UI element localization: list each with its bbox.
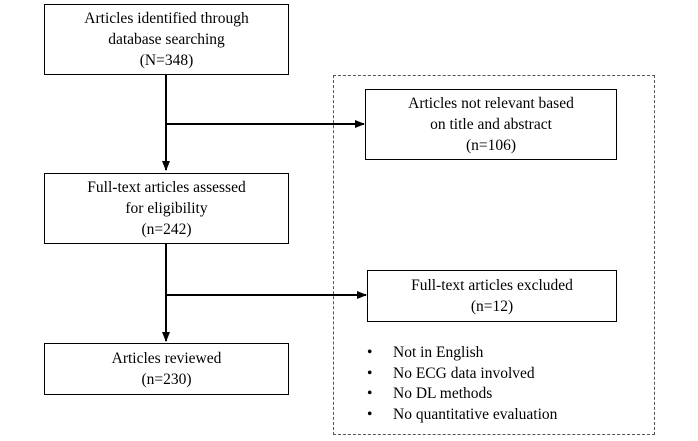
bullet-icon: • — [367, 344, 373, 361]
box-excluded: Full-text articles excluded (n=12) — [367, 270, 617, 322]
exclusion-reason-text: No DL methods — [393, 385, 493, 402]
box-excluded-count: (n=12) — [470, 298, 514, 315]
exclusion-reason: • No quantitative evaluation — [367, 405, 557, 426]
exclusion-reasons-list: • Not in English • No ECG data involved • N… — [367, 343, 557, 425]
box-not-relevant-line1: Articles not relevant based — [408, 95, 574, 112]
box-reviewed-line1: Articles reviewed — [111, 350, 222, 367]
box-assessed: Full-text articles assessed for eligibil… — [44, 173, 289, 244]
bullet-icon: • — [367, 385, 373, 402]
exclusion-reason: • Not in English — [367, 343, 557, 364]
exclusion-dashed-panel — [333, 75, 655, 435]
box-not-relevant: Articles not relevant based on title and… — [365, 89, 617, 160]
bullet-icon: • — [367, 405, 373, 423]
box-identified-count: (N=348) — [139, 52, 194, 69]
box-assessed-count: (n=242) — [141, 221, 192, 238]
exclusion-reason-text: No quantitative evaluation — [393, 405, 558, 423]
exclusion-reason: • No ECG data involved — [367, 364, 557, 385]
box-assessed-line1: Full-text articles assessed — [87, 179, 246, 196]
box-identified-line2: database searching — [108, 31, 225, 48]
exclusion-reason-text: No ECG data involved — [393, 364, 535, 382]
box-identified: Articles identified through database sea… — [44, 4, 289, 75]
box-excluded-line1: Full-text articles excluded — [411, 277, 573, 294]
box-assessed-line2: for eligibility — [125, 200, 208, 217]
box-reviewed-count: (n=230) — [141, 371, 192, 388]
bullet-icon: • — [367, 364, 373, 382]
exclusion-reason-text: Not in English — [393, 344, 484, 361]
box-reviewed: Articles reviewed (n=230) — [44, 343, 289, 395]
exclusion-reason: • No DL methods — [367, 384, 557, 405]
box-identified-line1: Articles identified through — [84, 10, 249, 27]
box-not-relevant-count: (n=106) — [465, 137, 517, 154]
box-not-relevant-line2: on title and abstract — [430, 116, 552, 133]
